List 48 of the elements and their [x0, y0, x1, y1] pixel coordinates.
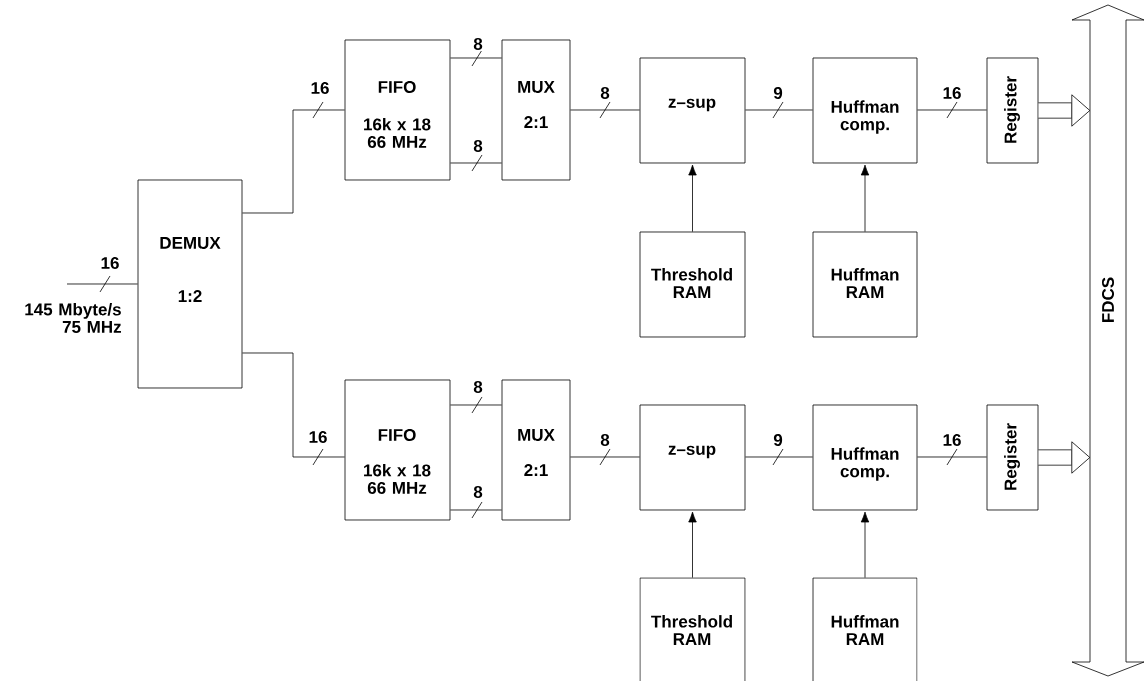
block-box: FIFO 16k x 18 66 MHz [344, 379, 451, 521]
bus-width-label: 8 [599, 86, 611, 100]
bus-width-label: 9 [772, 86, 784, 100]
bus-width-label: 16 [99, 256, 121, 270]
bus-width-label: 8 [472, 37, 484, 51]
signal-line [570, 448, 640, 466]
hollow-arrow [1038, 94, 1091, 127]
block-box: Threshold RAM [639, 231, 746, 338]
block-box: MUX 2:1 [501, 39, 571, 181]
arrow [688, 511, 697, 578]
block-box: Threshold RAM [639, 577, 746, 681]
bus-width-label: 16 [307, 430, 329, 444]
signal-line [450, 154, 502, 172]
bus-width-label: 8 [472, 485, 484, 499]
block-box: Huffman comp. [812, 404, 918, 511]
bus-width-label: 8 [472, 380, 484, 394]
block-box: DEMUX 1:2 [137, 179, 243, 389]
signal-line [242, 352, 345, 466]
block-box: Huffman comp. [812, 57, 918, 164]
bus-width-label: 16 [941, 86, 963, 100]
signal-line [450, 49, 502, 67]
arrow [688, 164, 697, 232]
block-box: z–sup [639, 404, 746, 511]
block-box: Huffman RAM [812, 231, 918, 338]
arrow [860, 511, 870, 578]
bus-width-label: 8 [599, 433, 611, 447]
signal-line [570, 101, 640, 119]
block-box: MUX 2:1 [501, 379, 571, 521]
block-box: Register [986, 57, 1039, 164]
block-box: Huffman RAM [812, 577, 918, 681]
signal-line [745, 448, 813, 466]
bus-width-label: 16 [309, 81, 331, 95]
block-box: Register [986, 404, 1039, 511]
signal-line [917, 101, 987, 119]
signal-line [66, 275, 138, 293]
block-box: FIFO 16k x 18 66 MHz [344, 39, 451, 181]
hollow-arrow [1038, 441, 1091, 474]
input-rate-label: 145 Mbyte/s 75 MHz [25, 303, 121, 333]
arrow [860, 164, 870, 232]
bus-width-label: 8 [472, 139, 484, 153]
signal-line [450, 501, 502, 519]
bus-width-label: 16 [941, 433, 963, 447]
signal-line [917, 448, 987, 466]
signal-line [450, 396, 502, 414]
signal-line [745, 101, 813, 119]
bus-width-label: 9 [772, 433, 784, 447]
block-box: z–sup [639, 57, 746, 164]
signal-line [242, 101, 345, 214]
